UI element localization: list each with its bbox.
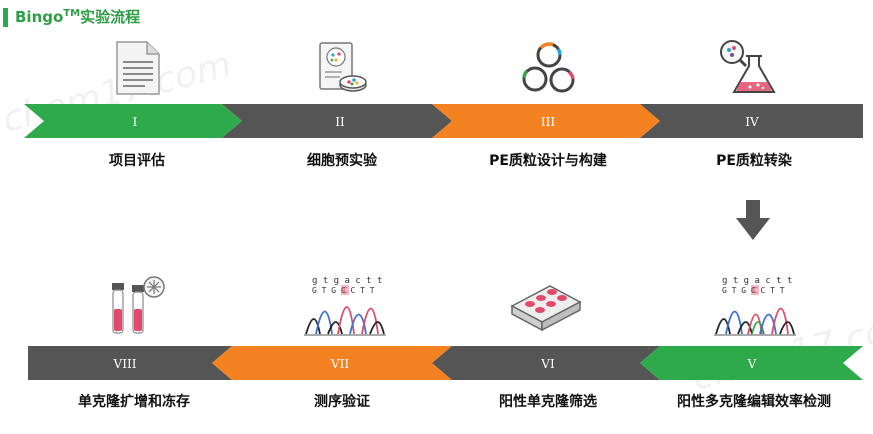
- step-4-label: PE质粒转染: [716, 153, 792, 169]
- step-4-numeral: IV: [745, 115, 759, 129]
- step-7-arrow: [212, 346, 452, 380]
- step-7-numeral: VII: [330, 357, 349, 371]
- step-2-label: 细胞预实验: [307, 153, 377, 169]
- step-4-bar: [640, 104, 863, 138]
- cryo-tube-icon: [112, 276, 165, 334]
- process-band-top: I II III IV: [24, 104, 863, 138]
- sequence-highlight-base: C: [343, 286, 348, 295]
- chromatogram-icon: g t g a c t t G T G C C T T C: [304, 276, 386, 336]
- step-7-label: 测序验证: [314, 394, 370, 410]
- sequence-uppercase: G T G C C T T: [722, 286, 785, 295]
- title-accent-bar: [3, 8, 8, 27]
- sequence-lowercase: g t g a c t t: [312, 276, 382, 286]
- plasmid-icon: [522, 42, 575, 93]
- step-5-label: 阳性多克隆编辑效率检测: [677, 394, 831, 410]
- transfection-flask-icon: [720, 40, 776, 93]
- sequence-lowercase: g t g a c t t: [722, 276, 792, 286]
- step-2-arrow: [222, 104, 452, 138]
- page-title: BingoTM实验流程: [15, 6, 140, 27]
- step-5-arrow: [640, 346, 863, 380]
- sequence-uppercase: G T G C C T T: [312, 286, 375, 295]
- title-suffix: 实验流程: [80, 8, 141, 26]
- step-6-arrow: [432, 346, 660, 380]
- step-1-arrow: [24, 104, 242, 138]
- title-brand: Bingo: [15, 8, 64, 26]
- step-8-numeral: VIII: [113, 357, 137, 371]
- step-8-label: 单克隆扩增和冻存: [78, 394, 190, 410]
- step-3-numeral: III: [541, 115, 555, 129]
- step-5-numeral: V: [747, 357, 757, 371]
- step-6-numeral: VI: [540, 357, 555, 371]
- arrow-down-icon: [736, 200, 770, 240]
- title-trademark: TM: [63, 8, 81, 19]
- chromatogram-icon: g t g a c t t G T G C C T T C: [714, 276, 796, 336]
- process-band-bottom: VIII VII VI V: [28, 346, 863, 380]
- sequence-highlight-base: C: [753, 286, 758, 295]
- step-6-label: 阳性单克隆筛选: [499, 394, 597, 410]
- step-1-label: 项目评估: [109, 153, 165, 169]
- step-1-numeral: I: [133, 115, 138, 129]
- well-plate-icon: [510, 285, 582, 332]
- cell-culture-icon: [319, 42, 367, 92]
- step-8-bar: [28, 346, 232, 380]
- document-icon: [116, 41, 160, 95]
- step-2-numeral: II: [335, 115, 345, 129]
- step-3-arrow: [432, 104, 660, 138]
- step-3-label: PE质粒设计与构建: [489, 153, 607, 169]
